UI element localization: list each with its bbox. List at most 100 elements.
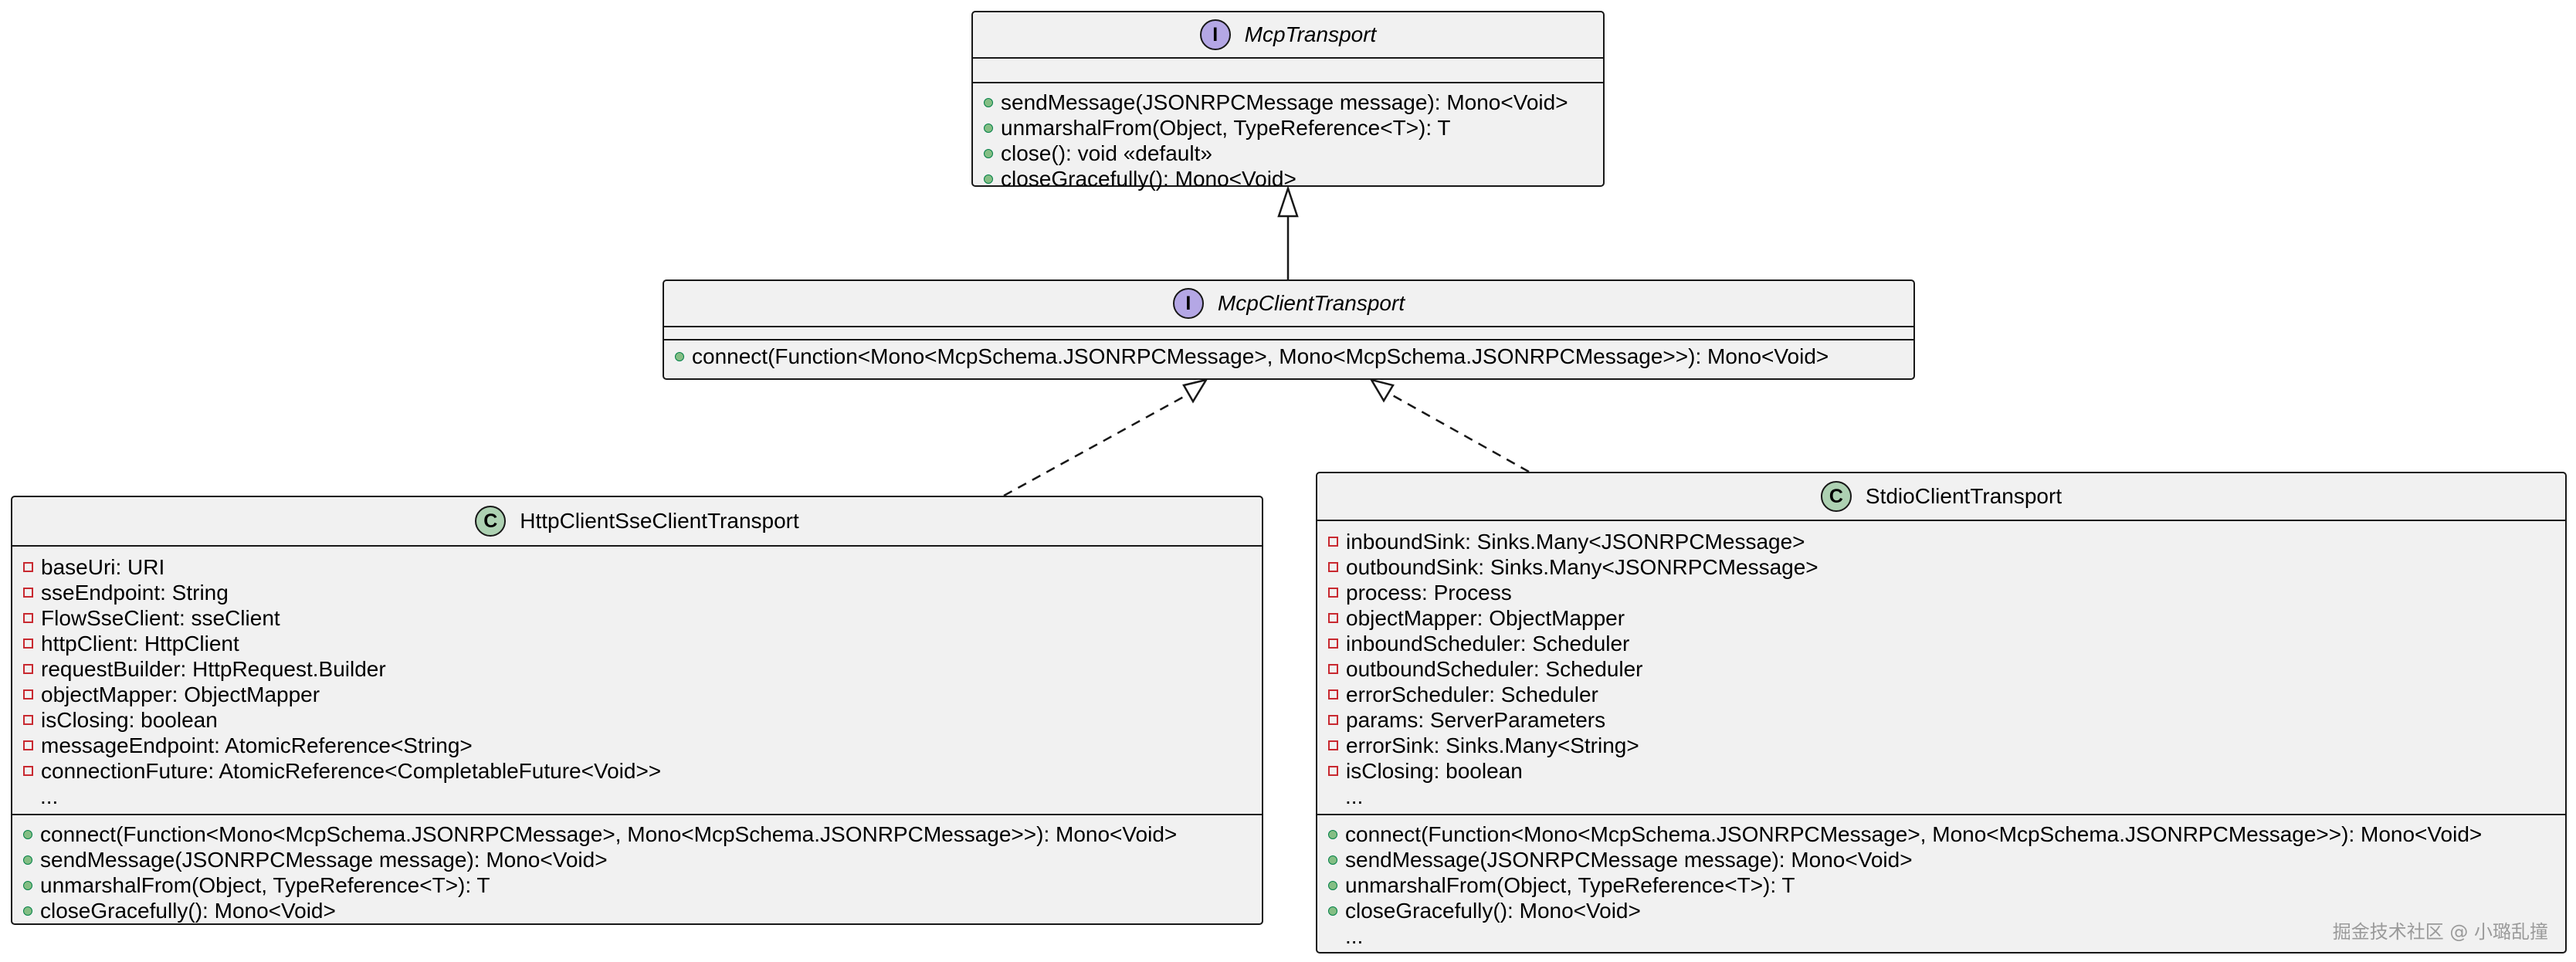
private-visibility-icon bbox=[1328, 613, 1338, 623]
public-visibility-icon bbox=[1328, 880, 1337, 890]
field-row-text: outboundSink: Sinks.Many<JSONRPCMessage> bbox=[1346, 554, 1818, 579]
method-row-text: connect(Function<Mono<McpSchema.JSONRPCM… bbox=[1345, 821, 2483, 846]
public-visibility-icon bbox=[23, 880, 32, 890]
implements-arrowhead-stdio bbox=[1369, 378, 1395, 403]
private-visibility-icon bbox=[1328, 639, 1338, 649]
field-row-text: messageEndpoint: AtomicReference<String> bbox=[41, 733, 473, 757]
field-row: outboundSink: Sinks.Many<JSONRPCMessage> bbox=[1317, 554, 2565, 580]
private-visibility-icon bbox=[23, 766, 33, 776]
watermark: 掘金技术社区 @ 小璐乱撞 bbox=[2332, 921, 2548, 943]
field-row-text: FlowSseClient: sseClient bbox=[41, 605, 280, 630]
field-row-text: inboundScheduler: Scheduler bbox=[1346, 631, 1630, 655]
public-visibility-icon bbox=[23, 829, 32, 839]
method-row-text: unmarshalFrom(Object, TypeReference<T>):… bbox=[1001, 115, 1451, 140]
field-row: baseUri: URI bbox=[12, 554, 1262, 580]
field-row-text: isClosing: boolean bbox=[41, 707, 218, 732]
field-row: connectionFuture: AtomicReference<Comple… bbox=[12, 758, 1262, 784]
field-row: process: Process bbox=[1317, 580, 2565, 605]
field-row: inboundScheduler: Scheduler bbox=[1317, 631, 2565, 656]
method-row: closeGracefully(): Mono<Void> bbox=[973, 166, 1603, 191]
method-row-text: sendMessage(JSONRPCMessage message): Mon… bbox=[40, 847, 608, 872]
stdio-client-methods: connect(Function<Mono<McpSchema.JSONRPCM… bbox=[1317, 814, 2565, 954]
field-row-text: objectMapper: ObjectMapper bbox=[41, 682, 320, 706]
class-badge-icon: C bbox=[475, 506, 507, 537]
more-members-ellipsis: ... bbox=[40, 784, 59, 808]
field-row: messageEndpoint: AtomicReference<String> bbox=[12, 733, 1262, 758]
method-row: sendMessage(JSONRPCMessage message): Mon… bbox=[973, 90, 1603, 115]
field-row-text: sseEndpoint: String bbox=[41, 580, 229, 605]
public-visibility-icon bbox=[23, 906, 32, 916]
private-visibility-icon bbox=[1328, 562, 1338, 572]
mcp-client-transport-methods: connect(Function<Mono<McpSchema.JSONRPCM… bbox=[664, 339, 1913, 374]
method-row: closeGracefully(): Mono<Void> bbox=[12, 898, 1262, 923]
more-members-ellipsis: ... bbox=[1345, 923, 1364, 948]
method-row: sendMessage(JSONRPCMessage message): Mon… bbox=[12, 847, 1262, 872]
method-row: connect(Function<Mono<McpSchema.JSONRPCM… bbox=[664, 344, 1913, 369]
field-row: requestBuilder: HttpRequest.Builder bbox=[12, 656, 1262, 682]
field-row: inboundSink: Sinks.Many<JSONRPCMessage> bbox=[1317, 529, 2565, 554]
mcp-transport-fields bbox=[973, 59, 1603, 82]
field-row: objectMapper: ObjectMapper bbox=[1317, 605, 2565, 631]
public-visibility-icon bbox=[984, 148, 993, 158]
private-visibility-icon bbox=[1328, 664, 1338, 674]
field-row: isClosing: boolean bbox=[1317, 758, 2565, 784]
field-row-text: inboundSink: Sinks.Many<JSONRPCMessage> bbox=[1346, 529, 1805, 554]
field-row: objectMapper: ObjectMapper bbox=[12, 682, 1262, 707]
method-row-text: connect(Function<Mono<McpSchema.JSONRPCM… bbox=[692, 344, 1829, 368]
field-row-text: errorSink: Sinks.Many<String> bbox=[1346, 733, 1639, 757]
field-row-text: isClosing: boolean bbox=[1346, 758, 1523, 783]
stdio-client-name: StdioClientTransport bbox=[1865, 484, 2062, 508]
implements-edge-stdio bbox=[1388, 391, 1530, 473]
private-visibility-icon bbox=[23, 613, 33, 623]
method-row-text: closeGracefully(): Mono<Void> bbox=[1001, 166, 1296, 191]
public-visibility-icon bbox=[1328, 855, 1337, 865]
private-visibility-icon bbox=[23, 664, 33, 674]
http-client-sse-header: C HttpClientSseClientTransport bbox=[12, 497, 1262, 547]
interface-badge-icon: I bbox=[1172, 288, 1204, 319]
stdio-client-transport-class: C StdioClientTransport inboundSink: Sink… bbox=[1316, 472, 2567, 954]
private-visibility-icon bbox=[23, 562, 33, 572]
method-row: connect(Function<Mono<McpSchema.JSONRPCM… bbox=[12, 821, 1262, 847]
field-row: errorSink: Sinks.Many<String> bbox=[1317, 733, 2565, 758]
http-client-sse-methods: connect(Function<Mono<McpSchema.JSONRPCM… bbox=[12, 814, 1262, 928]
field-row-text: process: Process bbox=[1346, 580, 1512, 605]
implements-arrowhead-http bbox=[1182, 378, 1208, 404]
http-client-sse-client-transport-class: C HttpClientSseClientTransport baseUri: … bbox=[11, 496, 1263, 925]
mcp-transport-methods: sendMessage(JSONRPCMessage message): Mon… bbox=[973, 82, 1603, 196]
field-row-text: connectionFuture: AtomicReference<Comple… bbox=[41, 758, 662, 783]
method-row: connect(Function<Mono<McpSchema.JSONRPCM… bbox=[1317, 821, 2565, 847]
method-row-text: closeGracefully(): Mono<Void> bbox=[40, 898, 336, 923]
field-row-text: baseUri: URI bbox=[41, 554, 165, 579]
http-client-sse-name: HttpClientSseClientTransport bbox=[520, 509, 799, 533]
public-visibility-icon bbox=[1328, 829, 1337, 839]
private-visibility-icon bbox=[23, 588, 33, 598]
public-visibility-icon bbox=[984, 97, 993, 107]
stdio-client-fields: inboundSink: Sinks.Many<JSONRPCMessage>o… bbox=[1317, 521, 2565, 814]
field-row-text: params: ServerParameters bbox=[1346, 707, 1606, 732]
private-visibility-icon bbox=[1328, 537, 1338, 547]
method-row: sendMessage(JSONRPCMessage message): Mon… bbox=[1317, 847, 2565, 872]
method-row-text: close(): void «default» bbox=[1001, 141, 1212, 165]
public-visibility-icon bbox=[23, 855, 32, 865]
field-row: FlowSseClient: sseClient bbox=[12, 605, 1262, 631]
implements-edge-http bbox=[1003, 392, 1190, 497]
mcp-client-transport-interface: I McpClientTransport connect(Function<Mo… bbox=[663, 279, 1915, 380]
method-row: unmarshalFrom(Object, TypeReference<T>):… bbox=[12, 872, 1262, 898]
field-row: params: ServerParameters bbox=[1317, 707, 2565, 733]
method-row: close(): void «default» bbox=[973, 141, 1603, 166]
field-row-text: httpClient: HttpClient bbox=[41, 631, 239, 655]
mcp-client-transport-fields bbox=[664, 327, 1913, 339]
more-members-ellipsis: ... bbox=[1345, 784, 1364, 808]
mcp-transport-name: McpTransport bbox=[1244, 22, 1377, 46]
stdio-client-header: C StdioClientTransport bbox=[1317, 473, 2565, 521]
mcp-transport-header: I McpTransport bbox=[973, 12, 1603, 59]
private-visibility-icon bbox=[1328, 766, 1338, 776]
field-row-text: errorScheduler: Scheduler bbox=[1346, 682, 1598, 706]
mcp-client-transport-header: I McpClientTransport bbox=[664, 281, 1913, 327]
method-row: closeGracefully(): Mono<Void> bbox=[1317, 898, 2565, 923]
mcp-transport-interface: I McpTransport sendMessage(JSONRPCMessag… bbox=[971, 11, 1605, 191]
public-visibility-icon bbox=[675, 351, 684, 361]
field-row: sseEndpoint: String bbox=[12, 580, 1262, 605]
private-visibility-icon bbox=[23, 639, 33, 649]
private-visibility-icon bbox=[1328, 588, 1338, 598]
